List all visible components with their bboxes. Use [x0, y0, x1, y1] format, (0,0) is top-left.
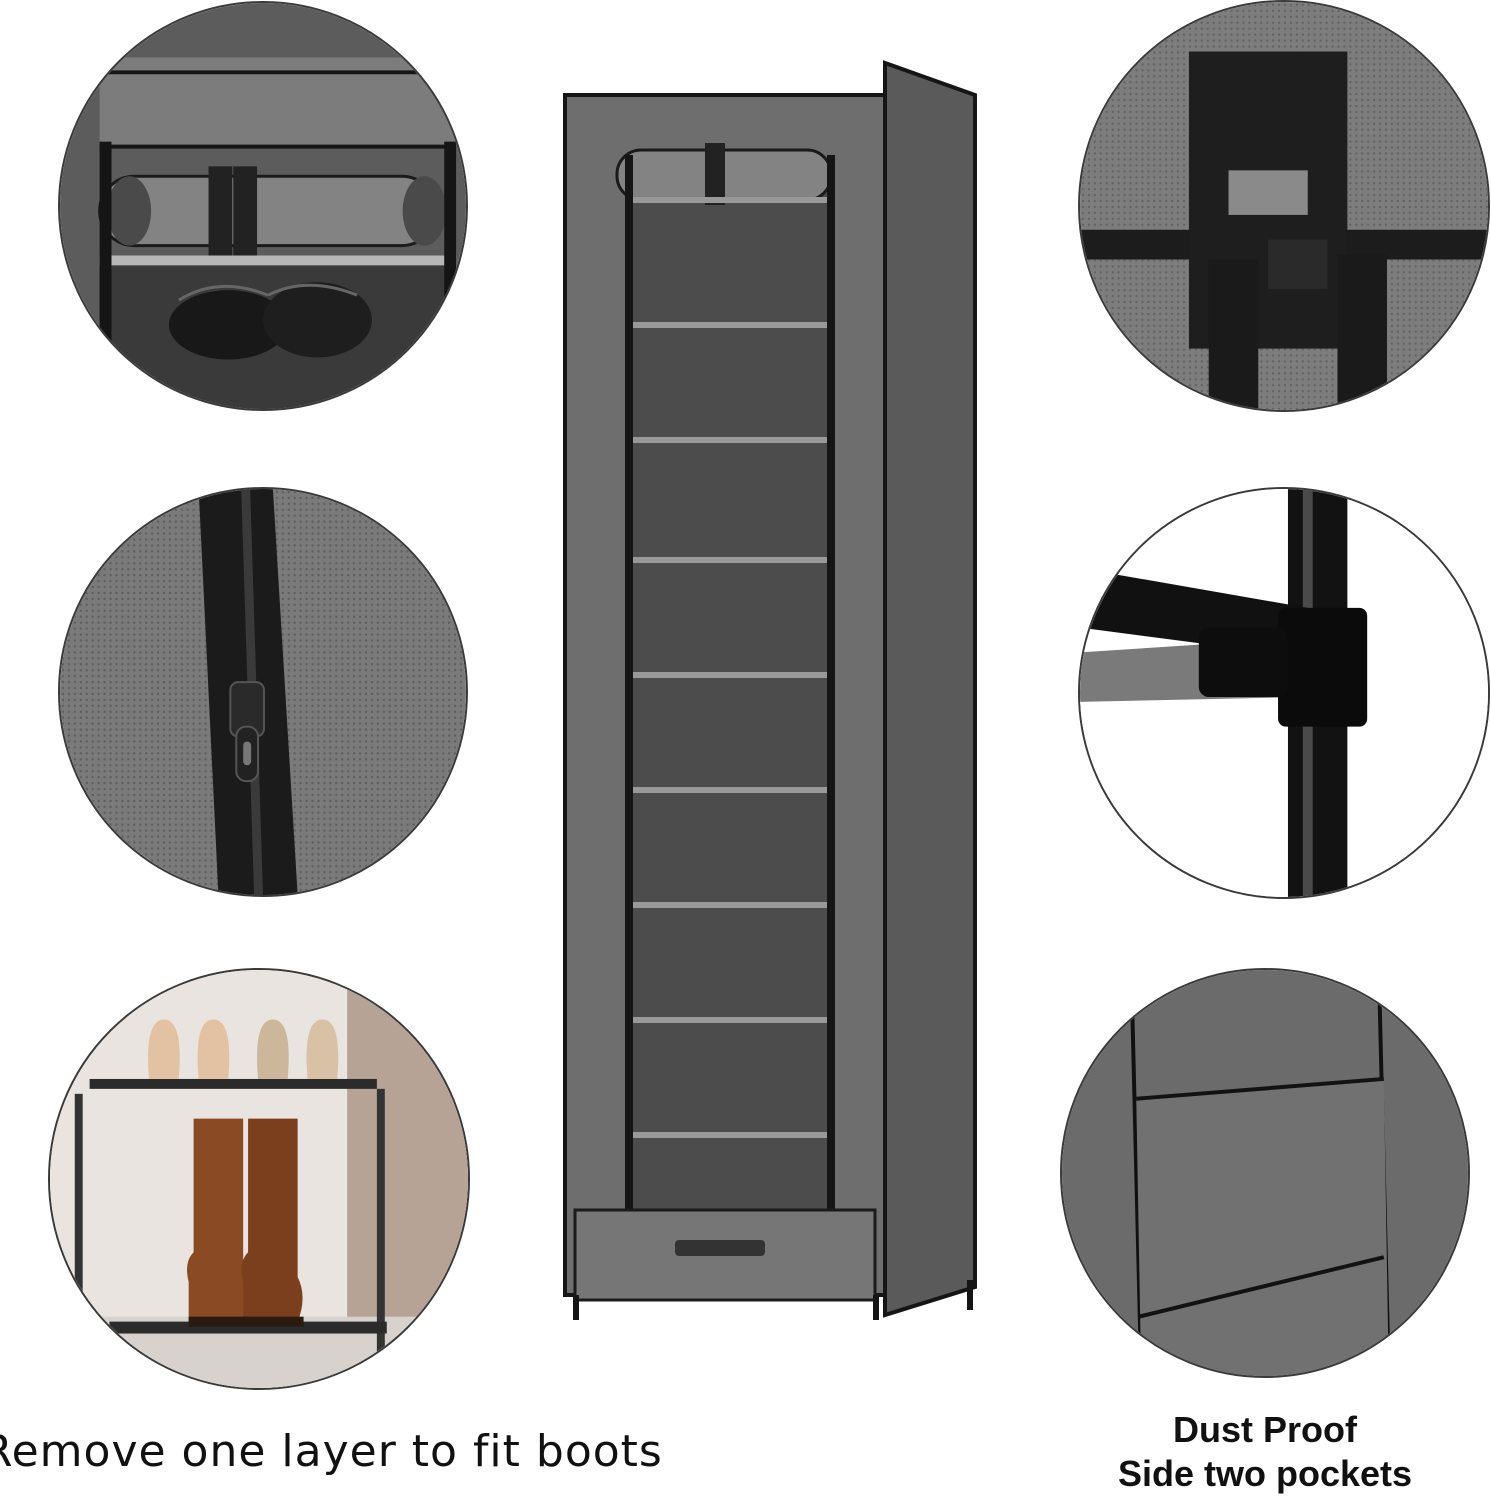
- side-pockets-line: Side two pockets: [1117, 1453, 1413, 1494]
- dust-proof-caption: Dust Proof Side two pockets: [1060, 1408, 1470, 1496]
- shoe-cabinet-image: [555, 55, 995, 1365]
- side-pockets-detail-image: [1060, 968, 1470, 1378]
- pipe-connector-detail-image: [1078, 487, 1490, 899]
- boots-caption: Remove one layer to fit boots: [0, 1426, 663, 1477]
- velcro-strap-detail-image: [1078, 0, 1490, 412]
- zipper-detail-image: [58, 487, 468, 897]
- dust-proof-line: Dust Proof: [1173, 1409, 1357, 1450]
- boots-on-rack-image: [48, 968, 470, 1390]
- rolled-door-detail-image: [58, 1, 468, 411]
